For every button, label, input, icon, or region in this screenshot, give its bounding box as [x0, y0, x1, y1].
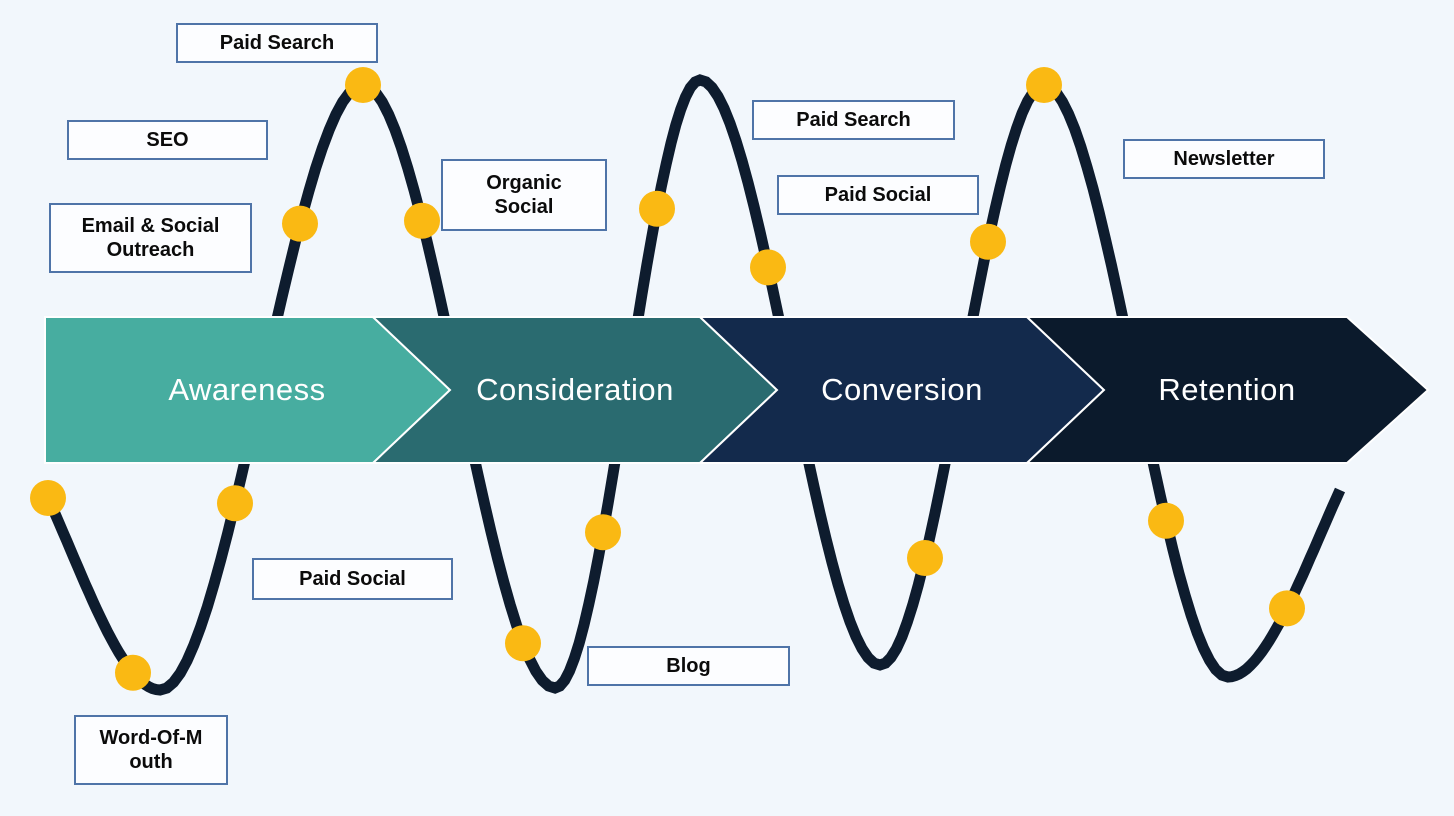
touchpoint-dot: [345, 67, 381, 103]
touchpoint-dot: [1269, 590, 1305, 627]
touchpoint-dot: [970, 223, 1006, 260]
touchpoint-label-organic-social: Organic Social: [441, 159, 607, 231]
funnel-band: [44, 316, 1430, 464]
touchpoint-dot: [1148, 502, 1184, 539]
touchpoint-dot: [404, 202, 440, 239]
touchpoint-label-paid-social-awareness: Paid Social: [252, 558, 453, 600]
touchpoint-label-email-social-outreach: Email & Social Outreach: [49, 203, 252, 273]
touchpoint-dot: [907, 540, 943, 576]
touchpoint-dot: [282, 205, 318, 242]
touchpoint-dot: [505, 625, 541, 662]
touchpoint-dot: [639, 190, 675, 227]
touchpoint-dot: [750, 249, 786, 286]
touchpoint-dot: [217, 485, 253, 522]
touchpoint-label-newsletter: Newsletter: [1123, 139, 1325, 179]
touchpoint-label-word-of-mouth: Word-Of-M outh: [74, 715, 228, 785]
touchpoint-label-paid-search-conversion: Paid Search: [752, 100, 955, 140]
touchpoint-dot: [30, 480, 66, 516]
touchpoint-dot: [585, 514, 621, 551]
stage-arrow-awareness: [44, 316, 452, 464]
touchpoint-label-paid-search-awareness: Paid Search: [176, 23, 378, 63]
touchpoint-label-seo: SEO: [67, 120, 268, 160]
touchpoint-dots: [30, 67, 1305, 691]
touchpoint-label-blog: Blog: [587, 646, 790, 686]
touchpoint-label-paid-social-conversion: Paid Social: [777, 175, 979, 215]
stage-arrow-retention: [1024, 316, 1430, 464]
touchpoint-dot: [115, 654, 151, 691]
touchpoint-dot: [1026, 67, 1062, 103]
